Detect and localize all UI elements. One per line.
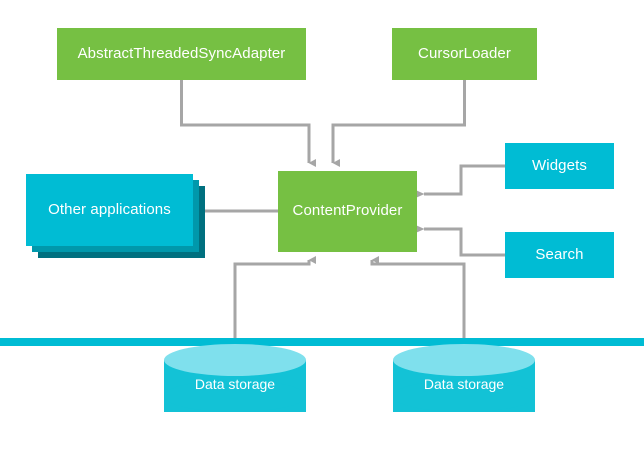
node-abstract-threaded-sync-adapter[interactable]: AbstractThreadedSyncAdapter: [57, 28, 306, 80]
connector-sync-adapter-to-content-provider: [180, 80, 316, 167]
cylinder-bottom-ellipse: [393, 380, 535, 412]
node-search[interactable]: Search: [505, 232, 614, 278]
connector-widgets-to-content-provider: [415, 164, 505, 198]
node-label-content-provider: ContentProvider: [292, 202, 403, 220]
node-label-data-storage-left: Data storage: [194, 376, 276, 392]
cylinder-top-ellipse: [393, 344, 535, 376]
teal-divider-band: [0, 338, 644, 346]
connector-data-storage-right-to-content-provider: [370, 256, 466, 344]
node-label-data-storage-right: Data storage: [423, 376, 505, 392]
node-content-provider[interactable]: ContentProvider: [278, 171, 417, 252]
node-other-applications[interactable]: Other applications: [26, 174, 193, 246]
connector-cursor-loader-to-content-provider: [331, 80, 466, 167]
node-label-other-applications: Other applications: [48, 200, 171, 218]
node-label-widgets: Widgets: [532, 156, 587, 174]
node-label-search: Search: [535, 245, 584, 263]
node-widgets[interactable]: Widgets: [505, 143, 614, 189]
cylinder-bottom-ellipse: [164, 380, 306, 412]
connector-search-to-content-provider: [415, 225, 505, 257]
node-label-cursor-loader: CursorLoader: [418, 44, 511, 62]
node-label-abstract-threaded-sync-adapter: AbstractThreadedSyncAdapter: [77, 44, 286, 62]
cylinder-top-ellipse: [164, 344, 306, 376]
connector-data-storage-left-to-content-provider: [233, 256, 316, 344]
node-data-storage-left[interactable]: Data storage: [164, 344, 306, 428]
node-cursor-loader[interactable]: CursorLoader: [392, 28, 537, 80]
node-data-storage-right[interactable]: Data storage: [393, 344, 535, 428]
